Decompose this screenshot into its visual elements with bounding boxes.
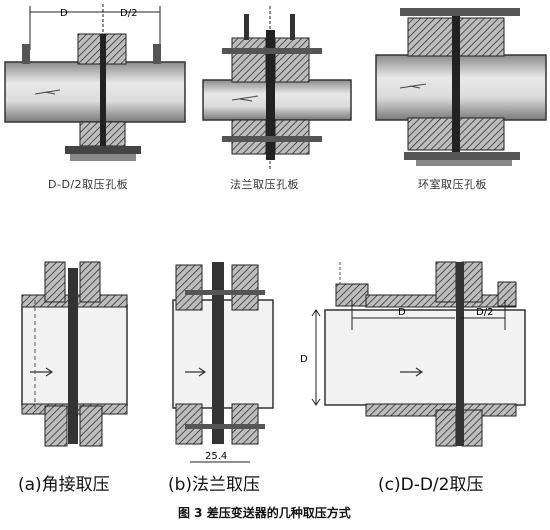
label-flange-orifice: 法兰取压孔板	[230, 178, 299, 191]
label-dd2-tapping: (c)D-D/2取压	[378, 475, 484, 495]
dim-d-top-left: D	[60, 8, 68, 19]
diagram-flange-tapping	[172, 262, 274, 463]
dim-c-d: D	[398, 307, 406, 318]
figure-caption: 图 3 差压变送器的几种取压方式	[178, 506, 351, 520]
diagram-corner-tapping	[21, 261, 128, 447]
label-flange-tapping: (b)法兰取压	[168, 475, 261, 495]
label-annular-orifice: 环室取压孔板	[418, 178, 487, 191]
diagram-dd2-orifice	[4, 4, 186, 161]
label-dd2-orifice: D-D/2取压孔板	[48, 178, 129, 191]
dim-d2-top-left: D/2	[120, 8, 137, 19]
dim-b-small: 25.4	[205, 451, 227, 462]
diagram-dd2-tapping	[311, 261, 526, 447]
label-corner-tapping: (a)角接取压	[18, 475, 110, 495]
diagram-annular-orifice	[375, 8, 547, 166]
diagram-flange-orifice	[202, 6, 352, 170]
dim-c-d2: D/2	[476, 307, 493, 318]
dim-c-vertical-d: D	[300, 354, 308, 365]
